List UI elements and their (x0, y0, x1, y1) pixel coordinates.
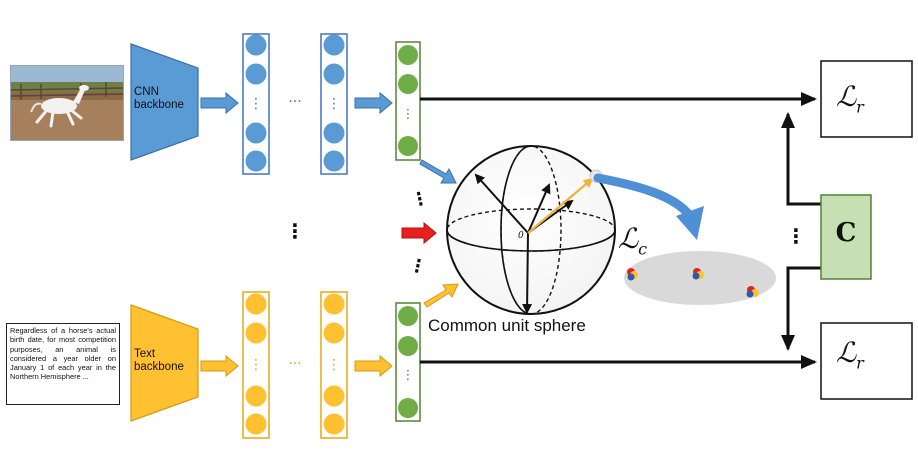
classifier-label: C (835, 218, 857, 248)
image-layer-1: ⋮ (242, 33, 270, 175)
loss-subscript: r (856, 97, 864, 117)
svg-text:⋮: ⋮ (402, 107, 415, 122)
text-embedding-column: ⋮ (395, 302, 421, 422)
loss-symbol: ℒ (836, 336, 857, 369)
reconstruction-loss-label-bottom: ℒr (836, 336, 864, 373)
loss-symbol: ℒ (836, 80, 857, 113)
svg-text:⋮: ⋮ (249, 96, 263, 112)
contrastive-loss-label: ℒc (618, 222, 647, 259)
reconstruction-loss-box-bottom (820, 322, 913, 400)
image-layer-2: ⋮ (320, 33, 348, 175)
image-to-sphere-arrow (419, 159, 457, 184)
horse-photo (10, 65, 124, 141)
block-arrow-text-to-layer (200, 354, 239, 378)
embedding-ellipsis-bottom: ⋮ (407, 254, 429, 278)
text-layer-1: ⋮ (242, 291, 270, 439)
text-layer-2: ⋮ (320, 291, 348, 439)
classifier-ellipsis: ⋮ (786, 224, 806, 248)
middle-branch-ellipsis: ⋮ (285, 219, 305, 243)
block-arrow-cnn-to-layer (200, 91, 239, 115)
svg-text:⋮: ⋮ (327, 357, 341, 373)
block-arrow-text-layer-to-embedding (354, 354, 393, 378)
classifier-to-top-loss-connector (781, 112, 821, 206)
loss-subscript: c (638, 239, 648, 259)
reconstruction-loss-box-top (820, 60, 913, 138)
svg-text:⋮: ⋮ (402, 368, 415, 383)
horse-photo-drawing (11, 66, 123, 140)
loss-subscript: r (856, 353, 864, 373)
classifier-box (820, 194, 872, 280)
svg-text:⋮: ⋮ (327, 96, 341, 112)
unit-sphere (446, 145, 616, 315)
svg-text:⋮: ⋮ (249, 357, 263, 373)
image-embedding-column: ⋮ (395, 41, 421, 161)
sphere-caption: Common unit sphere (428, 316, 586, 335)
cnn-backbone-label: CNN backbone (134, 86, 184, 111)
reconstruction-loss-label-top: ℒr (836, 80, 864, 117)
sphere-origin-label: 0 (518, 231, 524, 241)
projection-arrow (593, 173, 704, 240)
text-backbone-block (130, 304, 199, 422)
input-text-box: Regardless of a horse's actual birth dat… (6, 323, 120, 405)
image-layer-ellipsis: ··· (288, 94, 301, 110)
classifier-to-bottom-loss-connector (781, 266, 821, 351)
block-arrow-image-layer-to-embedding (354, 91, 393, 115)
scatter-point-1 (627, 268, 638, 281)
loss-symbol: ℒ (618, 222, 639, 255)
middle-to-sphere-arrow (401, 221, 437, 245)
embedding-ellipsis-top: ⋮ (409, 187, 431, 211)
scatter-point-2 (692, 268, 704, 280)
scatter-point-3 (746, 286, 759, 298)
text-to-sphere-arrow (423, 283, 459, 308)
embedding-scatter-disk (624, 251, 776, 305)
text-backbone-label: Text backbone (134, 348, 184, 373)
cnn-backbone-block (130, 43, 199, 161)
text-layer-ellipsis: ··· (288, 356, 301, 372)
